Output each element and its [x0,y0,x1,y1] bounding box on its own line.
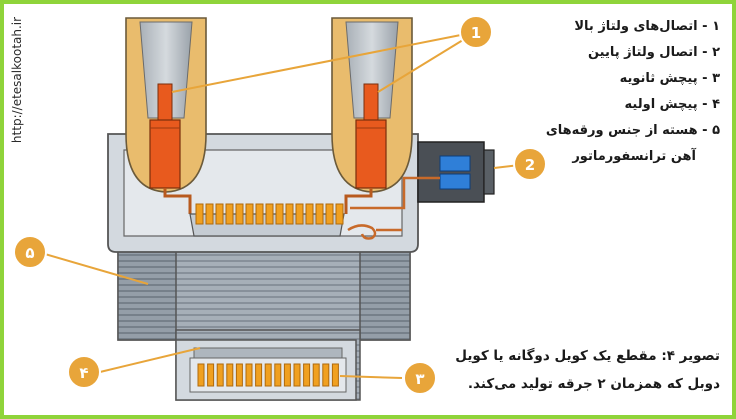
primary-winding-turn [315,203,324,225]
caption-line-1: تصویر ۴: مقطع یک کویل دوگانه یا کویل [455,348,720,364]
primary-winding-turn [195,203,204,225]
primary-winding-turn [295,203,304,225]
legend-item-primary-winding: ۴ - پیچش اولیه [624,97,720,112]
hv-terminal-right [355,83,387,189]
legend-item-secondary-winding: ۳ - پیچش ثانویه [619,71,720,86]
legend-item-core: ۵ - هسته از جنس ورقه‌های [545,123,720,138]
lv-lead [347,176,440,240]
legend-item-hv-connections: ۱ - اتصال‌های ولتاژ بالا [574,19,720,34]
callout-2-label: 2 [525,156,535,174]
secondary-winding-turn [264,363,272,387]
secondary-winding-turn [274,363,282,387]
callout-1-label: 1 [471,24,481,42]
callout-3: ۳ [403,361,437,395]
winding-leads [163,188,373,214]
callout-2: 2 [513,147,547,181]
secondary-winding-turn [331,363,339,387]
callout-3-label: ۳ [415,370,424,388]
callout-4-label: ۴ [79,364,88,382]
primary-winding-turn [245,203,254,225]
secondary-winding-turn [255,363,263,387]
primary-winding-turn [255,203,264,225]
secondary-winding-turn [293,363,301,387]
secondary-winding-turn [235,363,243,387]
callout-lines [37,31,529,379]
lower-winding [197,363,339,387]
primary-winding-turn [235,203,244,225]
figure-caption: تصویر ۴: مقطع یک کویل دوگانه یا کویل دوب… [420,342,720,398]
secondary-winding-turn [303,363,311,387]
legend-item-core-continued: آهن ترانسفورماتور [572,149,696,164]
secondary-winding-turn [216,363,224,387]
primary-winding-turn [285,203,294,225]
secondary-winding-turn [312,363,320,387]
primary-winding-turn [275,203,284,225]
primary-winding-turn [325,203,334,225]
legend-item-lv-connection: ۲ - اتصال ولتاژ پایین [587,45,720,60]
callout-1: 1 [459,15,493,49]
primary-winding-turn [225,203,234,225]
caption-line-2: دوبل که همزمان ۲ جرقه تولید می‌کند. [467,376,720,392]
primary-winding-turn [265,203,274,225]
secondary-winding-turn [207,363,215,387]
callout-4: ۴ [67,355,101,389]
secondary-winding-turn [197,363,205,387]
lv-connector [417,141,495,203]
callout-5: ۵ [13,235,47,269]
primary-winding-turn [205,203,214,225]
legend: ۱ - اتصال‌های ولتاژ بالا ۲ - اتصال ولتاژ… [520,14,720,170]
secondary-winding-turn [226,363,234,387]
secondary-winding-turn [283,363,291,387]
secondary-winding-turn [322,363,330,387]
upper-winding [195,203,344,225]
primary-winding-turn [215,203,224,225]
secondary-winding-turn [245,363,253,387]
callout-5-label: ۵ [25,244,34,262]
primary-winding-turn [305,203,314,225]
primary-winding-turn [335,203,344,225]
